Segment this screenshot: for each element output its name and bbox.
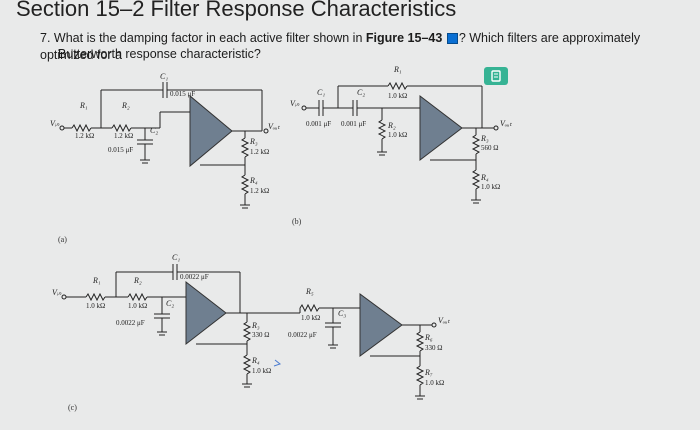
r4-value-a: 1.2 kΩ (250, 187, 269, 195)
r4-value-c: 1.0 kΩ (252, 367, 271, 375)
resistor-r4-b (471, 169, 481, 190)
resistor-r4-a (240, 174, 250, 195)
opamp-c1 (185, 280, 227, 346)
circuit-a: Vᵢₙ R₁ 1.2 kΩ R₂ 1.2 kΩ C₁ 0.015 μF (50, 72, 281, 244)
opamp-b (419, 94, 463, 162)
r4-name-a: R₄ (249, 176, 258, 185)
r3-value-c: 330 Ω (252, 331, 269, 339)
vin-label-b: Vᵢₙ (290, 99, 300, 108)
c2-name-b: C₂ (357, 88, 365, 97)
r7-value-c: 1.0 kΩ (425, 379, 444, 387)
resistor-r6-c (415, 331, 425, 352)
bookmark-icon[interactable] (484, 67, 508, 85)
vin-terminal-c (61, 294, 67, 300)
r2-value-c: 1.0 kΩ (128, 302, 147, 310)
c2-value-a: 0.015 μF (108, 146, 133, 154)
c2-value-c: 0.0022 μF (116, 319, 145, 327)
vout-terminal-c (431, 322, 437, 328)
r2-name-a: R₂ (121, 101, 130, 110)
r3-name-b: R₃ (480, 134, 489, 143)
vout-label-c: Vₒᵤₜ (438, 316, 451, 325)
r3-value-a: 1.2 kΩ (250, 148, 269, 156)
resistor-r3-c (242, 321, 252, 342)
c1-value-b: 0.001 μF (306, 120, 331, 128)
image-icon[interactable] (446, 33, 458, 45)
r1-value-a: 1.2 kΩ (75, 132, 94, 140)
opamp-c2 (359, 293, 403, 357)
r1-value-c: 1.0 kΩ (86, 302, 105, 310)
c1-name-b: C₁ (317, 88, 325, 97)
r1-name-c: R₁ (92, 276, 101, 285)
r7-name-c: R₇ (424, 368, 433, 377)
r5-value-c: 1.0 kΩ (301, 314, 320, 322)
c3-name-c: C₃ (338, 309, 346, 318)
r2-value-a: 1.2 kΩ (114, 132, 133, 140)
resistor-r1-c (85, 292, 106, 302)
figure-reference[interactable]: Figure 15–43 (365, 31, 443, 45)
resistor-r1-a (71, 123, 92, 133)
vout-terminal-a (263, 128, 269, 134)
cursor-arrow-icon (273, 359, 282, 367)
bookmark-glyph-icon (491, 70, 501, 82)
r4-name-c: R₄ (251, 356, 260, 365)
vout-label-a: Vₒᵤₜ (268, 122, 281, 131)
vout-label-b: Vₒᵤₜ (500, 119, 513, 128)
r1-value-b: 1.0 kΩ (388, 92, 407, 100)
question-line-2: Butterworth response characteristic? (58, 47, 261, 61)
resistor-r3-b (471, 134, 481, 155)
panel-label-a: (a) (58, 235, 67, 244)
r1-name-b: R₁ (393, 65, 402, 74)
r4-value-b: 1.0 kΩ (481, 183, 500, 191)
resistor-r1-b (387, 81, 408, 91)
question-text-before: What is the damping factor in each activ… (53, 31, 363, 45)
r2-name-b: R₂ (387, 121, 396, 130)
circuit-c: Vᵢₙ R₁ 1.0 kΩ R₂ 1.0 kΩ C₁ 0.0022 μF C₂ (52, 253, 451, 412)
resistor-r2-c (127, 292, 148, 302)
vin-terminal-b (301, 105, 307, 111)
c3-value-c: 0.0022 μF (288, 331, 317, 339)
question-number: 7. (40, 31, 51, 45)
resistor-r4-c (242, 354, 252, 375)
r6-name-c: R₆ (424, 333, 433, 342)
r5-name-c: R₅ (305, 287, 314, 296)
resistor-r2-a (111, 123, 132, 133)
c2-name-c: C₂ (166, 299, 174, 308)
question-line-1: 7. What is the damping factor in each ac… (40, 30, 670, 64)
vout-terminal-b (493, 125, 499, 131)
resistor-r2-b (377, 119, 387, 140)
c2-value-b: 0.001 μF (341, 120, 366, 128)
c1-name-c: C₁ (172, 253, 180, 262)
r2-name-c: R₂ (133, 276, 142, 285)
c1-value-a: 0.015 μF (170, 90, 195, 98)
r4-name-b: R₄ (480, 173, 489, 182)
section-title: Section 15–2 Filter Response Characteris… (16, 0, 457, 21)
circuit-b: Vᵢₙ C₁ 0.001 μF C₂ 0.001 μF R₁ 1.0 kΩ R₂… (290, 65, 513, 226)
question-text-after: ? Which filters are approximately optimi… (40, 31, 641, 62)
panel-label-b: (b) (292, 217, 302, 226)
resistor-r3-a (240, 137, 250, 158)
resistor-r7-c (415, 365, 425, 386)
c1-name-a: C₁ (160, 72, 168, 81)
vin-terminal-a (59, 125, 65, 131)
r3-name-c: R₃ (251, 321, 260, 330)
r6-value-c: 330 Ω (425, 344, 442, 352)
r3-name-a: R₃ (249, 137, 258, 146)
r3-value-b: 560 Ω (481, 144, 498, 152)
c1-value-c: 0.0022 μF (180, 273, 209, 281)
r2-value-b: 1.0 kΩ (388, 131, 407, 139)
vin-label-a: Vᵢₙ (50, 119, 60, 128)
resistor-r5-c (299, 303, 320, 313)
c2-name-a: C₂ (150, 126, 158, 135)
vin-label-c: Vᵢₙ (52, 288, 62, 297)
r1-name-a: R₁ (79, 101, 88, 110)
opamp-a (189, 94, 233, 168)
panel-label-c: (c) (68, 403, 77, 412)
